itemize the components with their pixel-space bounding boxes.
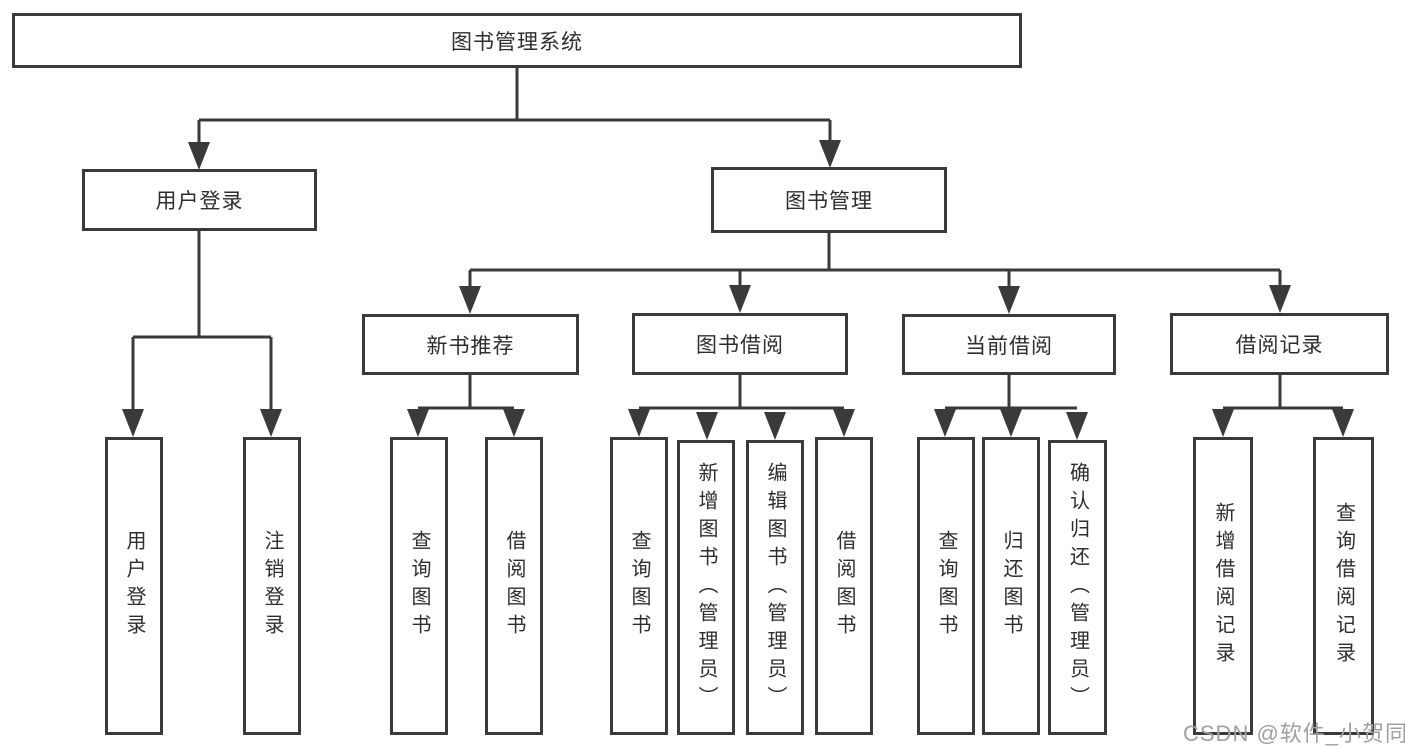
node-label: 图书管理系统 — [451, 30, 583, 54]
node-leaf-logout: 注销登录 — [243, 437, 301, 735]
node-leaf-edit-books-admin: 编辑图书（管理员） — [746, 440, 804, 735]
arrow-to-edit-books — [764, 412, 786, 440]
edge-new-book-recommendation-to-leaves — [418, 375, 514, 410]
node-leaf-confirm-return-admin: 确认归还（管理员） — [1048, 440, 1107, 735]
node-label: 用户登录 — [123, 530, 145, 642]
arrow-to-book-borrowing — [729, 285, 751, 313]
arrow-to-user-login — [188, 142, 210, 170]
csdn-watermark: CSDN @软件_小贺同学 — [1183, 721, 1405, 746]
arrowheads — [122, 140, 1354, 440]
node-current-borrowing: 当前借阅 — [902, 314, 1116, 375]
node-label: 查询图书 — [628, 530, 650, 642]
node-label: 新增图书（管理员） — [695, 461, 717, 714]
node-leaf-query-books-3: 查询图书 — [917, 437, 975, 735]
node-label: 查询图书 — [408, 530, 430, 642]
arrow-to-add-borrow-record — [1212, 409, 1234, 437]
node-label: 图书管理 — [785, 190, 873, 213]
node-label: 借阅图书 — [833, 530, 855, 642]
node-leaf-borrow-books-2: 借阅图书 — [815, 437, 873, 735]
node-label: 查询图书 — [935, 530, 957, 642]
node-label: 归还图书 — [1000, 530, 1022, 642]
edge-book-borrowing-to-leaves — [639, 375, 844, 410]
node-label: 图书借阅 — [696, 334, 784, 357]
node-label: 借阅记录 — [1235, 334, 1324, 357]
node-book-management: 图书管理 — [711, 167, 947, 233]
arrow-to-user-login-leaf — [122, 409, 144, 437]
node-label: 借阅图书 — [503, 530, 525, 642]
node-leaf-return-books: 归还图书 — [982, 437, 1040, 735]
arrow-to-query-books-1 — [407, 409, 429, 437]
node-leaf-query-books-2: 查询图书 — [610, 437, 668, 735]
node-label: 用户登录 — [155, 190, 244, 213]
node-leaf-add-borrow-record: 新增借阅记录 — [1193, 437, 1253, 735]
arrow-to-add-books — [696, 412, 718, 440]
node-borrowing-records: 借阅记录 — [1170, 313, 1389, 375]
arrow-to-logout-leaf — [260, 409, 282, 437]
arrow-to-new-book-recommendation — [459, 286, 481, 314]
node-leaf-user-login: 用户登录 — [105, 437, 163, 735]
node-label: 编辑图书（管理员） — [764, 461, 786, 714]
node-user-login: 用户登录 — [82, 169, 317, 231]
node-book-borrowing: 图书借阅 — [632, 313, 848, 375]
edge-current-borrowing-to-leaves — [945, 375, 1077, 410]
arrow-to-return-books — [1000, 409, 1022, 437]
node-leaf-query-borrow-record: 查询借阅记录 — [1313, 437, 1374, 735]
arrow-to-query-borrow-record — [1332, 409, 1354, 437]
arrow-to-query-books-2 — [628, 409, 650, 437]
node-label: 当前借阅 — [965, 334, 1053, 358]
node-leaf-query-books-1: 查询图书 — [390, 437, 448, 735]
arrow-to-current-borrowing — [998, 286, 1020, 314]
arrow-to-borrow-books-2 — [833, 409, 855, 437]
arrow-to-confirm-return — [1066, 412, 1088, 440]
node-library-management-system: 图书管理系统 — [12, 13, 1022, 68]
node-label: 注销登录 — [261, 530, 283, 642]
node-leaf-borrow-books-1: 借阅图书 — [485, 437, 543, 735]
edge-root-to-level2 — [197, 68, 832, 150]
node-label: 确认归还（管理员） — [1066, 461, 1089, 714]
node-label: 新书推荐 — [426, 334, 515, 358]
node-label: 新增借阅记录 — [1212, 502, 1234, 670]
arrow-to-borrow-books-1 — [503, 409, 525, 437]
node-leaf-add-books-admin: 新增图书（管理员） — [677, 440, 735, 735]
arrow-to-book-management — [819, 140, 841, 168]
arrow-to-borrowing-records — [1269, 285, 1291, 313]
node-new-book-recommendation: 新书推荐 — [362, 314, 579, 375]
node-label: 查询借阅记录 — [1332, 502, 1355, 670]
edge-book-management-to-level3 — [468, 233, 1282, 292]
arrow-to-query-books-3 — [934, 409, 956, 437]
edge-user-login-to-leaves — [131, 231, 273, 415]
edge-borrowing-records-to-leaves — [1223, 375, 1343, 410]
